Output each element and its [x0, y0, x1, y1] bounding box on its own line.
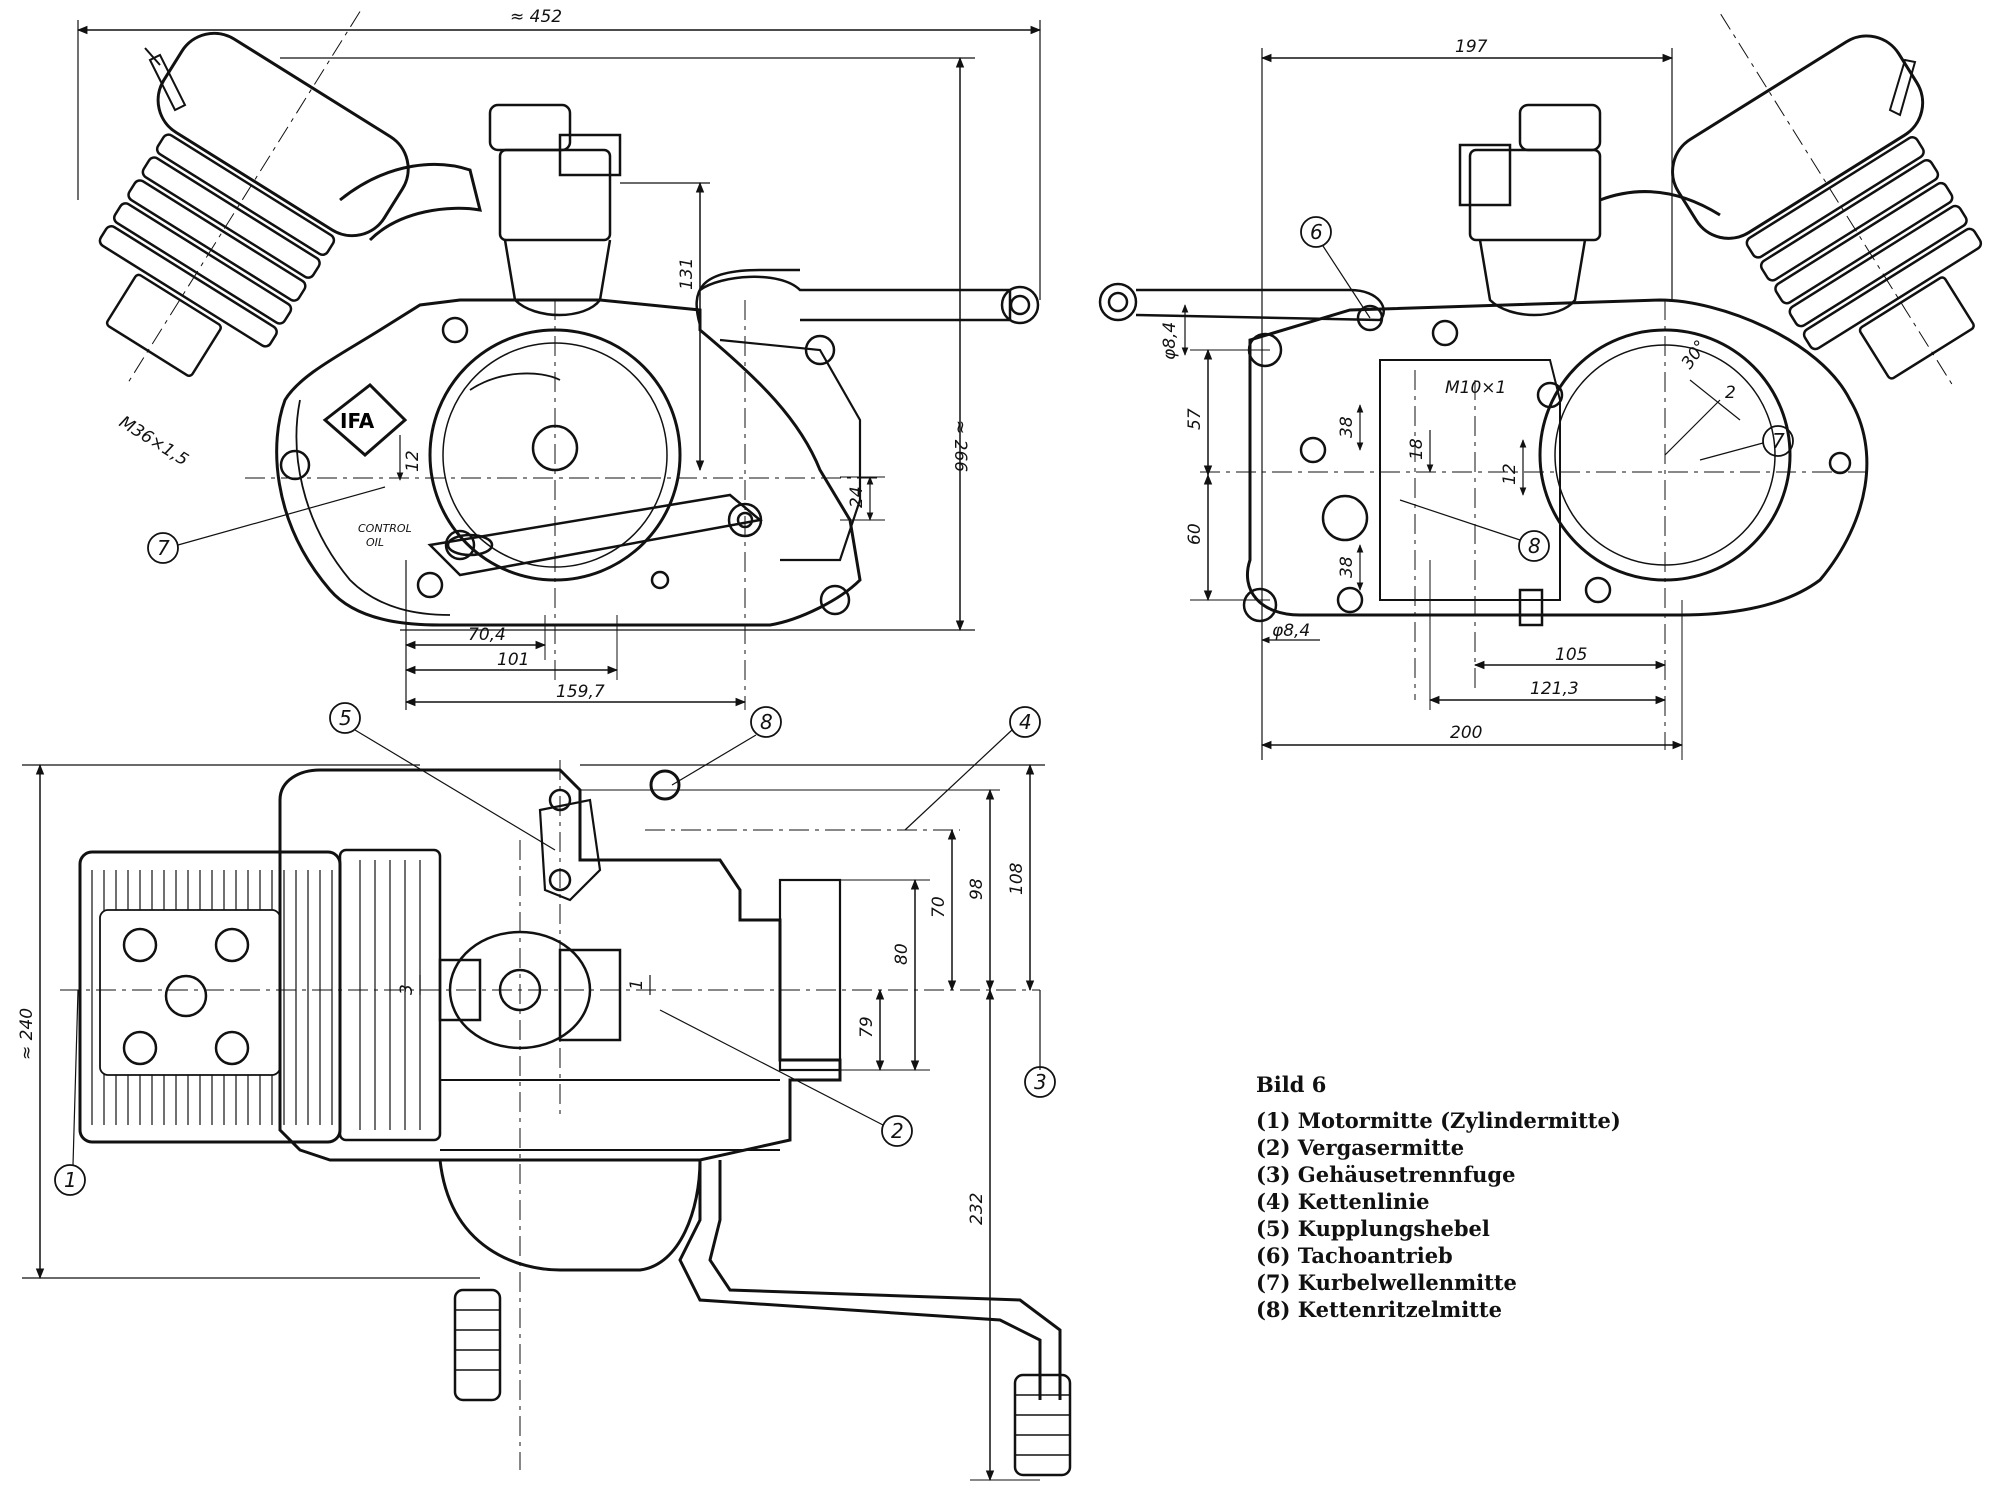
callout-5: 5	[339, 706, 352, 730]
dim-121-3: 121,3	[1530, 679, 1579, 699]
legend-item-number: (6)	[1256, 1243, 1291, 1268]
legend-item-number: (7)	[1256, 1270, 1291, 1295]
legend-item-number: (5)	[1256, 1216, 1291, 1241]
dim-105: 105	[1555, 645, 1587, 665]
legend-item: (4) Kettenlinie	[1256, 1188, 1621, 1215]
right-side-view	[1098, 13, 1983, 760]
top-view	[22, 702, 1072, 1482]
dim-131: 131	[677, 258, 697, 290]
dim-79: 79	[857, 1016, 877, 1038]
legend-item: (1) Motormitte (Zylindermitte)	[1256, 1107, 1621, 1134]
dim-3: 3	[397, 984, 417, 995]
dim-80: 80	[892, 943, 912, 965]
oil-text: OIL	[366, 536, 384, 549]
dim-18: 18	[1407, 438, 1427, 460]
top-view-labels: ≈ 240 108 98 70 80 79 232 3 1 1 2 3 4 5 …	[17, 706, 1047, 1225]
legend-item-text: Vergasermitte	[1297, 1135, 1465, 1160]
callout-2: 2	[891, 1119, 904, 1143]
callout-3: 3	[1034, 1070, 1047, 1094]
thread-label-m36: M36×1,5	[115, 412, 191, 470]
dim-240: ≈ 240	[17, 1008, 37, 1060]
thread-m10: M10×1	[1445, 378, 1506, 398]
legend-item-number: (8)	[1256, 1297, 1291, 1322]
right-view-labels: 197 200 105 121,3 φ8,4 φ8,4 57 60 38 38 …	[1160, 37, 1785, 743]
dim-overall-length: ≈ 452	[510, 7, 562, 27]
callout-7-right: 7	[1772, 429, 1785, 453]
dim-60: 60	[1185, 523, 1205, 545]
left-side-view	[76, 11, 1042, 710]
legend-item-number: (1)	[1256, 1108, 1291, 1133]
dim-98: 98	[967, 878, 987, 900]
dim-12-right: 12	[1500, 463, 1520, 485]
dim-38-a: 38	[1337, 416, 1357, 438]
legend-item-text: Gehäusetrennfuge	[1297, 1162, 1516, 1187]
dim-2: 2	[1725, 383, 1736, 403]
legend-item: (7) Kurbelwellenmitte	[1256, 1269, 1621, 1296]
dim-12: 12	[403, 450, 423, 472]
callout-4: 4	[1019, 710, 1032, 734]
legend-item-number: (2)	[1256, 1135, 1291, 1160]
dim-24: 24	[847, 486, 867, 508]
legend-item-text: Kettenlinie	[1297, 1189, 1430, 1214]
dim-1: 1	[627, 979, 647, 990]
dim-57: 57	[1185, 408, 1205, 430]
legend-item-text: Motormitte (Zylindermitte)	[1297, 1108, 1621, 1133]
dim-232: 232	[967, 1193, 987, 1225]
legend-item-text: Kettenritzelmitte	[1297, 1297, 1502, 1322]
ifa-logo: IFA	[340, 409, 375, 433]
legend-item: (8) Kettenritzelmitte	[1256, 1296, 1621, 1323]
dim-200: 200	[1450, 723, 1482, 743]
callout-8-top: 8	[760, 710, 773, 734]
dim-phi-8-4-top: φ8,4	[1160, 322, 1180, 360]
legend-item-text: Kurbelwellenmitte	[1297, 1270, 1517, 1295]
legend-item: (2) Vergasermitte	[1256, 1134, 1621, 1161]
callout-6: 6	[1310, 220, 1323, 244]
callout-8-right: 8	[1528, 534, 1541, 558]
legend-item-number: (3)	[1256, 1162, 1291, 1187]
dim-38-b: 38	[1337, 556, 1357, 578]
figure-title: Bild 6	[1256, 1072, 1327, 1097]
dim-70: 70	[929, 896, 949, 918]
dim-height: ≈ 266	[950, 420, 970, 472]
legend-list: (1) Motormitte (Zylindermitte)(2) Vergas…	[1256, 1107, 1621, 1323]
dim-108: 108	[1007, 862, 1027, 895]
dim-197: 197	[1455, 37, 1488, 57]
left-view-labels: ≈ 452 ≈ 266 131 12 24 70,4 101 159,7 M36…	[115, 7, 970, 702]
legend-item: (6) Tachoantrieb	[1256, 1242, 1621, 1269]
figure-legend: Bild 6 (1) Motormitte (Zylindermitte)(2)…	[1256, 1072, 1621, 1323]
callout-7-left: 7	[157, 536, 170, 560]
callout-1: 1	[64, 1168, 77, 1192]
legend-item-number: (4)	[1256, 1189, 1291, 1214]
legend-item-text: Tachoantrieb	[1297, 1243, 1453, 1268]
control-text: CONTROL	[358, 522, 412, 535]
dim-70-4: 70,4	[468, 625, 506, 645]
legend-item: (3) Gehäusetrennfuge	[1256, 1161, 1621, 1188]
dim-159-7: 159,7	[556, 682, 605, 702]
dim-30-degree: 30°	[1678, 337, 1712, 373]
dim-101: 101	[497, 650, 529, 670]
dim-phi-8-4-bottom: φ8,4	[1272, 621, 1310, 641]
legend-item: (5) Kupplungshebel	[1256, 1215, 1621, 1242]
legend-item-text: Kupplungshebel	[1297, 1216, 1490, 1241]
